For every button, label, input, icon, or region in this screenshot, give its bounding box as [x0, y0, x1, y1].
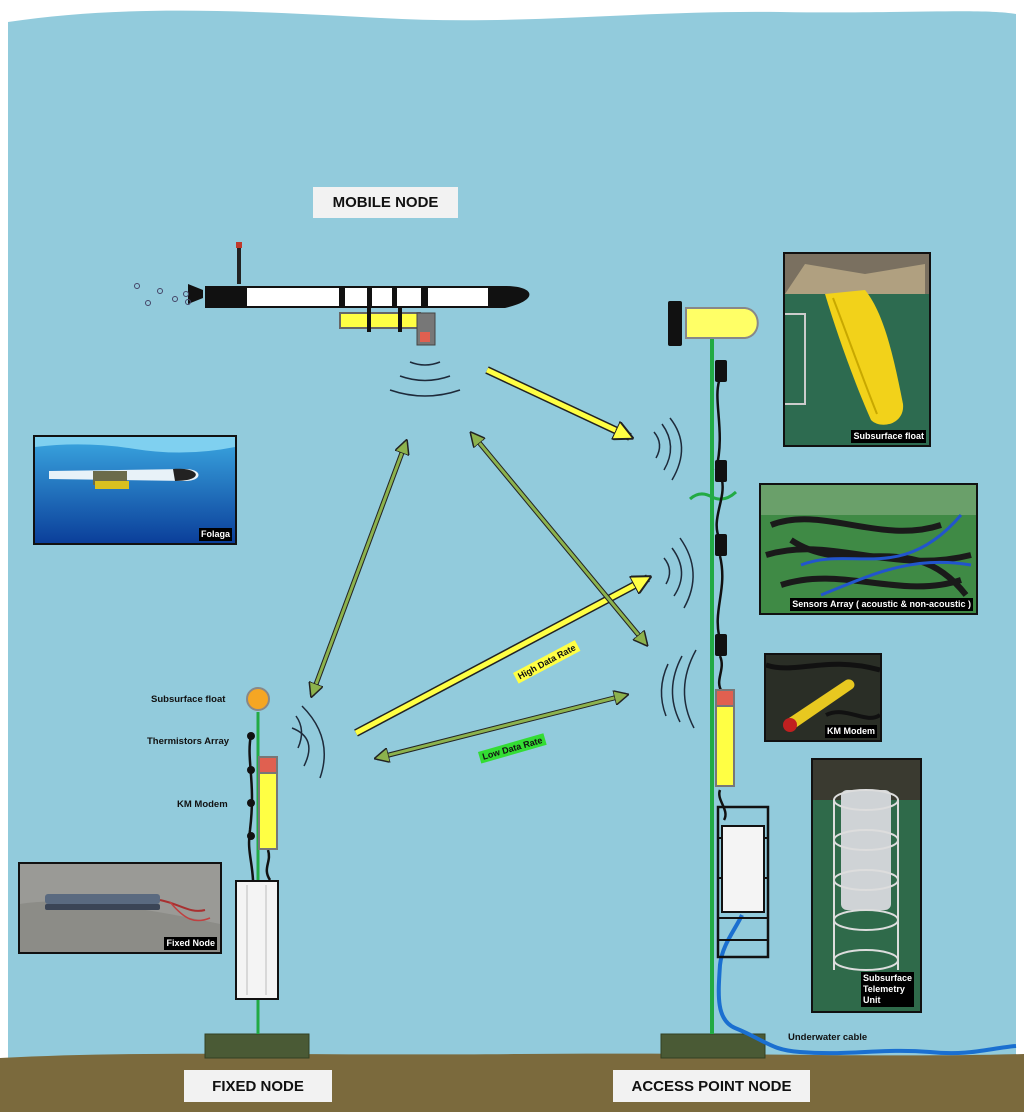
bubbles — [134, 283, 191, 306]
access-point-node-label: ACCESS POINT NODE — [613, 1070, 810, 1102]
photo-km-modem-caption: KM Modem — [825, 725, 877, 738]
photo-sensors-array-caption: Sensors Array ( acoustic & non-acoustic … — [790, 598, 973, 611]
underwater-cable — [716, 914, 1017, 1056]
access-point-base — [660, 1033, 766, 1059]
fixed-node-label: FIXED NODE — [184, 1070, 332, 1102]
callout-thermistors-array: Thermistors Array — [147, 736, 230, 747]
photo-subsurface-float: Subsurface float — [783, 252, 931, 447]
photo-subsurface-float-caption: Subsurface float — [851, 430, 926, 443]
callout-underwater-cable: Underwater cable — [788, 1032, 868, 1043]
photo-folaga: Folaga — [33, 435, 237, 545]
low-data-rate-links — [312, 434, 646, 758]
seabed — [0, 1053, 1024, 1112]
photo-telemetry-unit-caption: Subsurface Telemetry Unit — [860, 972, 914, 1007]
mobile-node-label: MOBILE NODE — [313, 187, 458, 218]
callout-subsurface-float: Subsurface float — [151, 694, 226, 705]
fixed-node-mooring — [235, 687, 279, 1034]
photo-fixed-node-caption: Fixed Node — [164, 937, 217, 950]
fixed-node-acoustic-waves — [291, 705, 326, 779]
auv-vehicle — [188, 242, 530, 346]
photo-fixed-node: Fixed Node — [18, 862, 222, 954]
photo-telemetry-unit: Subsurface Telemetry Unit — [811, 758, 922, 1013]
callout-km-modem: KM Modem — [177, 799, 228, 810]
access-point-acoustic-waves — [653, 417, 697, 729]
photo-sensors-array: Sensors Array ( acoustic & non-acoustic … — [759, 483, 978, 615]
access-point-mooring — [668, 301, 770, 1034]
auv-acoustic-waves — [389, 361, 461, 397]
photo-km-modem: KM Modem — [764, 653, 882, 742]
fixed-node-base — [204, 1033, 310, 1059]
photo-folaga-caption: Folaga — [198, 528, 232, 541]
